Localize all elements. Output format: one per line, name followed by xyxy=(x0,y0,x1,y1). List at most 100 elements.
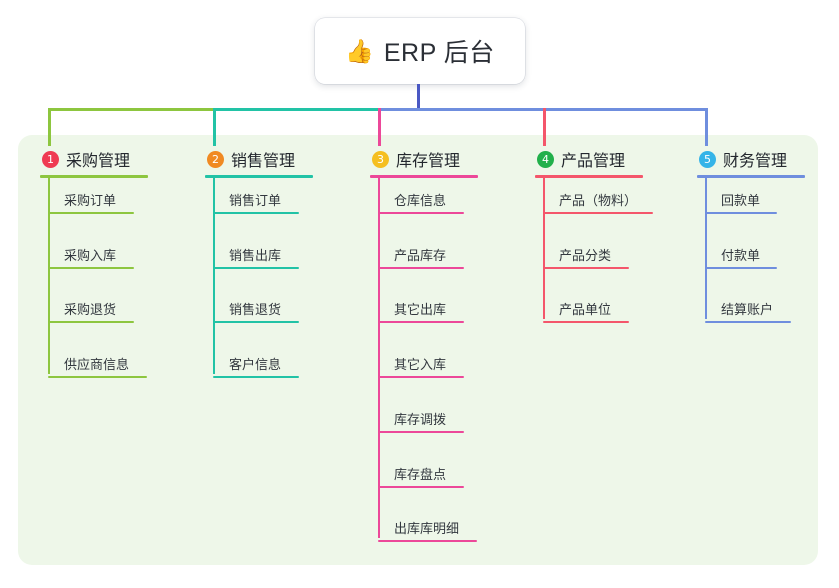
branch-number-badge-5: 5 xyxy=(699,150,716,168)
leaf-rule xyxy=(378,376,464,379)
leaf-item[interactable]: 付款单 xyxy=(705,245,777,269)
leaf-item[interactable]: 产品库存 xyxy=(378,245,464,269)
leaf-label: 销售退货 xyxy=(229,302,282,318)
leaf-item[interactable]: 采购退货 xyxy=(48,299,134,324)
leaf-label: 产品单位 xyxy=(559,302,612,318)
root-trunk-line xyxy=(417,84,420,111)
leaf-rule xyxy=(378,430,464,433)
branch-rule-4 xyxy=(535,175,643,178)
branch-rule-2 xyxy=(205,175,313,178)
bus-segment-3 xyxy=(378,108,546,111)
leaf-item[interactable]: 客户信息 xyxy=(213,354,299,379)
leaf-label: 产品分类 xyxy=(559,247,612,263)
leaf-rule xyxy=(378,540,477,543)
leaf-label: 客户信息 xyxy=(229,357,282,373)
leaf-label: 产品库存 xyxy=(394,247,447,263)
leaf-item[interactable]: 仓库信息 xyxy=(378,190,464,214)
leaf-item[interactable]: 其它入库 xyxy=(378,354,464,379)
leaf-item[interactable]: 产品（物料） xyxy=(543,190,653,214)
leaf-label: 采购订单 xyxy=(64,193,117,208)
leaf-label: 其它入库 xyxy=(394,357,447,373)
leaf-rule xyxy=(213,321,299,324)
branch-title-2: 销售管理 xyxy=(231,153,296,170)
leaf-rule xyxy=(378,266,464,269)
branch-drop-1 xyxy=(48,108,51,146)
branch-drop-5 xyxy=(705,108,708,146)
leaf-rule xyxy=(213,376,299,379)
root-node[interactable]: 👍 ERP 后台 xyxy=(315,18,525,84)
leaf-rule xyxy=(543,212,653,214)
branch-spine-1 xyxy=(48,175,50,375)
leaf-item[interactable]: 产品分类 xyxy=(543,245,629,269)
leaf-item[interactable]: 库存盘点 xyxy=(378,464,464,488)
leaf-rule xyxy=(543,321,629,324)
branch-number-badge-3: 3 xyxy=(372,150,389,168)
leaf-label: 付款单 xyxy=(721,247,761,263)
leaf-rule xyxy=(378,321,464,324)
leaf-rule xyxy=(378,485,464,488)
leaf-rule xyxy=(213,266,299,269)
leaf-rule xyxy=(48,376,147,379)
leaf-label: 库存盘点 xyxy=(394,466,447,482)
leaf-label: 出库库明细 xyxy=(394,521,460,537)
leaf-item[interactable]: 供应商信息 xyxy=(48,354,147,379)
leaf-item[interactable]: 结算账户 xyxy=(705,299,791,324)
leaf-item[interactable]: 销售退货 xyxy=(213,299,299,324)
leaf-label: 仓库信息 xyxy=(394,193,447,208)
leaf-item[interactable]: 采购入库 xyxy=(48,245,134,269)
leaf-label: 库存调拨 xyxy=(394,411,447,427)
leaf-rule xyxy=(705,266,777,269)
leaf-rule xyxy=(378,212,464,214)
branch-rule-1 xyxy=(40,175,148,178)
branch-rule-3 xyxy=(370,175,478,178)
leaf-item[interactable]: 出库库明细 xyxy=(378,518,477,543)
leaf-rule xyxy=(48,266,134,269)
leaf-label: 结算账户 xyxy=(721,302,774,318)
leaf-label: 销售订单 xyxy=(229,193,282,208)
branch-drop-3 xyxy=(378,108,381,146)
leaf-label: 供应商信息 xyxy=(64,357,130,373)
leaf-label: 产品（物料） xyxy=(559,193,638,208)
branch-3[interactable]: 3 库存管理 xyxy=(370,146,518,178)
branch-header-2[interactable]: 2 销售管理 xyxy=(205,146,353,172)
branches-panel xyxy=(18,135,818,565)
root-node-content: 👍 ERP 后台 xyxy=(345,33,495,69)
leaf-label: 采购入库 xyxy=(64,247,117,263)
leaf-item[interactable]: 销售订单 xyxy=(213,190,299,214)
bus-segment-1 xyxy=(48,108,216,111)
branch-spine-5 xyxy=(705,175,707,320)
branch-header-3[interactable]: 3 库存管理 xyxy=(370,146,518,172)
branch-number-badge-4: 4 xyxy=(537,150,554,168)
branch-title-3: 库存管理 xyxy=(396,153,461,170)
leaf-item[interactable]: 其它出库 xyxy=(378,299,464,324)
bus-segment-4 xyxy=(543,108,708,111)
thumbs-up-icon: 👍 xyxy=(345,37,374,64)
bus-segment-2 xyxy=(213,108,381,111)
branch-number-badge-1: 1 xyxy=(42,150,59,168)
leaf-item[interactable]: 销售出库 xyxy=(213,245,299,269)
leaf-label: 其它出库 xyxy=(394,302,447,318)
leaf-rule xyxy=(48,321,134,324)
root-title: ERP 后台 xyxy=(383,39,495,67)
branch-drop-4 xyxy=(543,108,546,146)
leaf-item[interactable]: 回款单 xyxy=(705,190,777,214)
branch-1[interactable]: 1 采购管理 xyxy=(40,146,188,178)
branch-header-1[interactable]: 1 采购管理 xyxy=(40,146,188,172)
branch-spine-3 xyxy=(378,175,380,539)
leaf-rule xyxy=(48,212,134,214)
branch-title-1: 采购管理 xyxy=(66,153,131,170)
leaf-item[interactable]: 采购订单 xyxy=(48,190,134,214)
leaf-item[interactable]: 产品单位 xyxy=(543,299,629,324)
branch-number-badge-2: 2 xyxy=(207,150,224,168)
leaf-rule xyxy=(705,212,777,214)
branch-2[interactable]: 2 销售管理 xyxy=(205,146,353,178)
leaf-label: 回款单 xyxy=(721,193,761,208)
leaf-label: 采购退货 xyxy=(64,302,117,318)
branch-rule-5 xyxy=(697,175,805,178)
leaf-item[interactable]: 库存调拨 xyxy=(378,409,464,433)
